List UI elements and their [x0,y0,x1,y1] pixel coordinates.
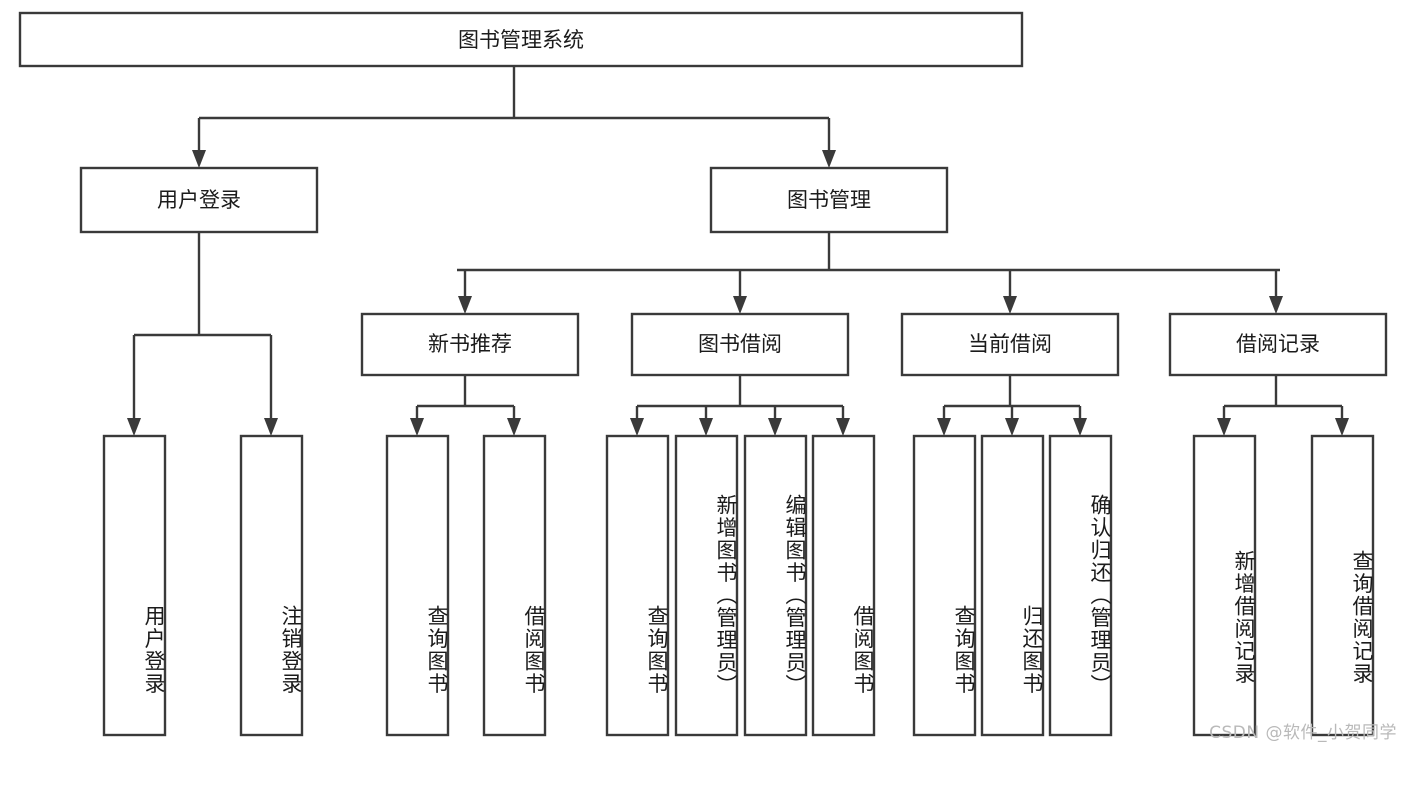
node-leaf-query-book-2[interactable] [605,434,670,737]
arrowhead-leaf-query-book-2 [630,418,644,436]
node-book-borrow-label: 图书借阅 [698,332,782,356]
arrowhead-leaf-logout-login [264,418,278,436]
node-book-manage[interactable] [709,166,949,234]
arrowhead-current-borrow [1003,296,1017,314]
node-leaf-return-book[interactable] [980,434,1045,737]
node-user-login[interactable] [79,166,319,234]
node-leaf-query-book-1[interactable] [385,434,450,737]
node-leaf-borrow-book-1[interactable] [482,434,547,737]
node-borrow-record[interactable] [1168,312,1388,377]
flowchart-canvas: 图书管理系统 用户登录 图书管理 新书推荐 图书借阅 当前借阅 借阅记录 [18,11,1388,737]
node-root[interactable] [18,11,1024,68]
watermark: CSDN @软件_小贺同学 [1209,723,1397,743]
arrowhead-user-login [192,150,206,168]
node-leaf-confirm-return[interactable] [1048,434,1113,737]
arrowhead-leaf-confirm-return [1073,418,1087,436]
arrowhead-leaf-query-record [1335,418,1349,436]
node-leaf-logout-login[interactable] [239,434,304,737]
node-user-login-label: 用户登录 [157,188,241,212]
arrowhead-leaf-borrow-book-1 [507,418,521,436]
arrowhead-leaf-return-book [1005,418,1019,436]
arrowhead-book-borrow [733,296,747,314]
arrowhead-leaf-query-book-1 [410,418,424,436]
arrowhead-book-manage [822,150,836,168]
node-current-borrow[interactable] [900,312,1120,377]
arrowhead-leaf-query-book-3 [937,418,951,436]
node-book-borrow[interactable] [630,312,850,377]
arrowhead-leaf-add-record [1217,418,1231,436]
arrowhead-leaf-borrow-book-2 [836,418,850,436]
arrowhead-borrow-record [1269,296,1283,314]
arrowhead-leaf-edit-book [768,418,782,436]
node-current-borrow-label: 当前借阅 [968,332,1052,356]
node-leaf-query-record[interactable] [1310,434,1375,737]
connector-group [127,66,1349,436]
node-group: 图书管理系统 用户登录 图书管理 新书推荐 图书借阅 当前借阅 借阅记录 [18,11,1388,737]
node-new-book-recommend-label: 新书推荐 [428,332,512,356]
arrowhead-leaf-user-login [127,418,141,436]
node-leaf-borrow-book-2[interactable] [811,434,876,737]
node-leaf-user-login[interactable] [102,434,167,737]
node-book-manage-label: 图书管理 [787,188,871,212]
node-leaf-edit-book[interactable] [743,434,808,737]
arrowhead-new-book-recommend [458,296,472,314]
node-leaf-add-book[interactable] [674,434,739,737]
node-new-book-recommend[interactable] [360,312,580,377]
arrowhead-leaf-add-book [699,418,713,436]
node-root-label: 图书管理系统 [458,28,584,52]
node-leaf-query-book-3[interactable] [912,434,977,737]
node-borrow-record-label: 借阅记录 [1236,332,1320,356]
node-leaf-add-record[interactable] [1192,434,1257,737]
